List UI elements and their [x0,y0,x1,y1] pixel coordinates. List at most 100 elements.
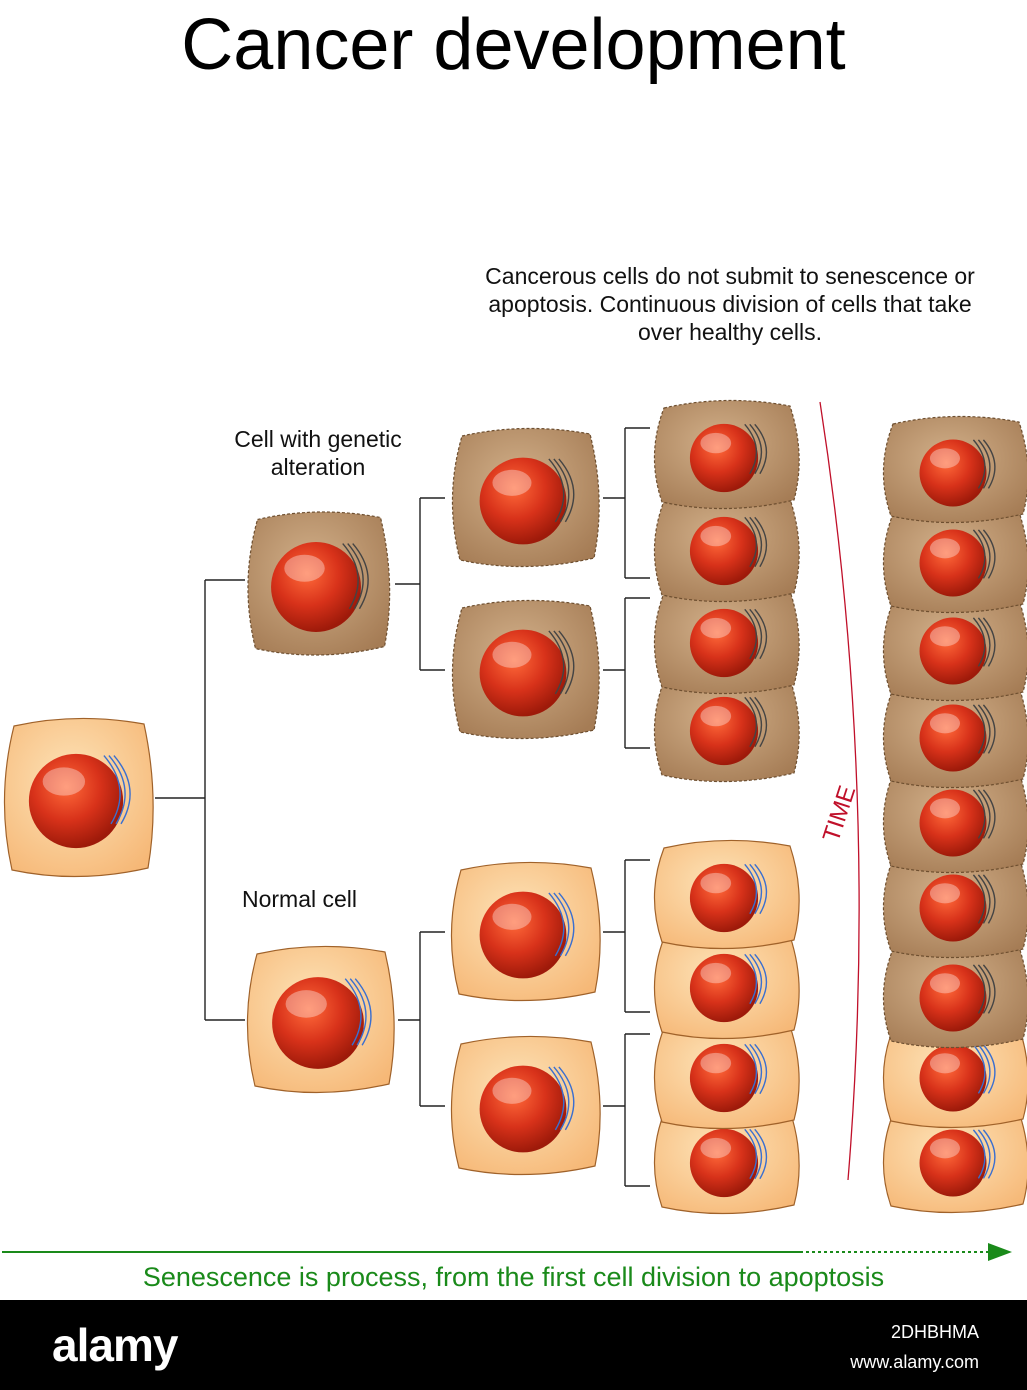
golgi-arc [548,458,565,523]
golgi-arc [354,978,372,1046]
golgi-arc [977,1129,991,1179]
genetic-alteration-label: Cell with genetic alteration [234,426,402,480]
golgi-arc [977,874,991,924]
golgi-arc [744,423,758,475]
golgi-arc [553,1066,570,1131]
nucleus [689,516,759,586]
nucleus [919,964,987,1032]
cancerous-caption: Cancerous cells do not submit to senesce… [485,263,975,345]
golgi-arc [744,1043,758,1095]
nucleus [271,542,361,632]
golgi-arc [982,964,996,1014]
cancer-cell-final [882,850,1027,959]
golgi-arc [982,874,996,924]
nucleus [689,953,759,1023]
golgi-arc [347,543,364,610]
golgi-arc [972,789,986,839]
golgi-arc [749,423,763,475]
golgi-arc [553,892,570,957]
golgi-arc [977,964,991,1014]
golgi-arc [754,516,768,568]
golgi-arc [352,543,369,610]
golgi-arc [972,874,986,924]
golgi-arc [982,617,996,667]
golgi-arc [553,630,570,695]
golgi-arc [754,608,768,660]
nucleus [28,753,124,849]
golgi-arc [977,439,991,489]
golgi-arc [548,630,565,695]
golgi-arc [754,953,768,1005]
senescence-caption: Senescence is process, from the first ce… [142,1262,885,1292]
nucleus [689,863,759,933]
golgi-arc [548,892,565,957]
golgi-arc [749,516,763,568]
golgi-arc [754,1043,768,1095]
golgi-arc [553,458,570,523]
nucleus-highlight [929,883,961,904]
altered-cell-gen2 [451,427,600,568]
golgi-arc [982,439,996,489]
cancer-cell-final [882,505,1027,614]
golgi-arc [977,529,991,579]
altered-cell-gen1 [247,511,391,656]
nucleus [479,457,567,545]
golgi-arc [744,953,758,1005]
nucleus-highlight [929,973,961,994]
site-url: www.alamy.com [850,1352,979,1372]
nucleus [272,977,364,1069]
golgi-arc [977,617,991,667]
timeline-arrow-head [988,1243,1012,1261]
nucleus-highlight [700,872,732,894]
golgi-arc [749,863,763,915]
golgi-arc [744,863,758,915]
golgi-arc [982,704,996,754]
nucleus-highlight [492,641,532,668]
original-cell [3,717,154,878]
golgi-arc [744,696,758,748]
time-curve [819,401,860,1181]
golgi-arc [749,608,763,660]
nucleus [479,629,567,717]
golgi-arc [749,1128,763,1180]
image-code: 2DHBHMA [890,1322,979,1342]
golgi-arc [754,423,768,475]
golgi-arc [744,608,758,660]
nucleus-highlight [700,962,732,984]
nucleus [479,891,567,979]
nucleus [919,617,987,685]
nucleus-highlight [929,538,961,559]
nucleus-highlight [929,713,961,734]
cell-division-diagram [2,399,1027,1261]
nucleus-highlight [700,705,732,727]
nucleus [919,1129,987,1197]
nucleus [919,704,987,772]
golgi-arc [977,1044,991,1094]
nucleus-highlight [929,1138,961,1159]
golgi-arc [558,630,575,695]
golgi-arc [744,1128,758,1180]
nucleus [689,608,759,678]
nucleus [689,423,759,493]
nucleus-highlight [700,1137,732,1159]
golgi-arc [977,704,991,754]
golgi-arc [754,696,768,748]
golgi-arc [972,439,986,489]
normal-cell-gen3 [653,839,800,950]
golgi-arc [982,529,996,579]
page-title: Cancer development [181,5,846,85]
golgi-arc [113,755,131,825]
nucleus-highlight [284,554,325,582]
golgi-arc [349,978,367,1046]
nucleus [919,439,987,507]
golgi-arc [982,1044,996,1094]
nucleus [689,1043,759,1113]
golgi-arc [342,543,359,610]
golgi-arc [108,755,126,825]
normal-cell-gen1 [246,945,395,1094]
normal-cell-final [882,1020,1027,1129]
golgi-arc [558,458,575,523]
golgi-arc [754,863,768,915]
nucleus-highlight [929,448,961,469]
diagram-stage: Cancer development Cell with genetic alt… [2,5,1027,1292]
